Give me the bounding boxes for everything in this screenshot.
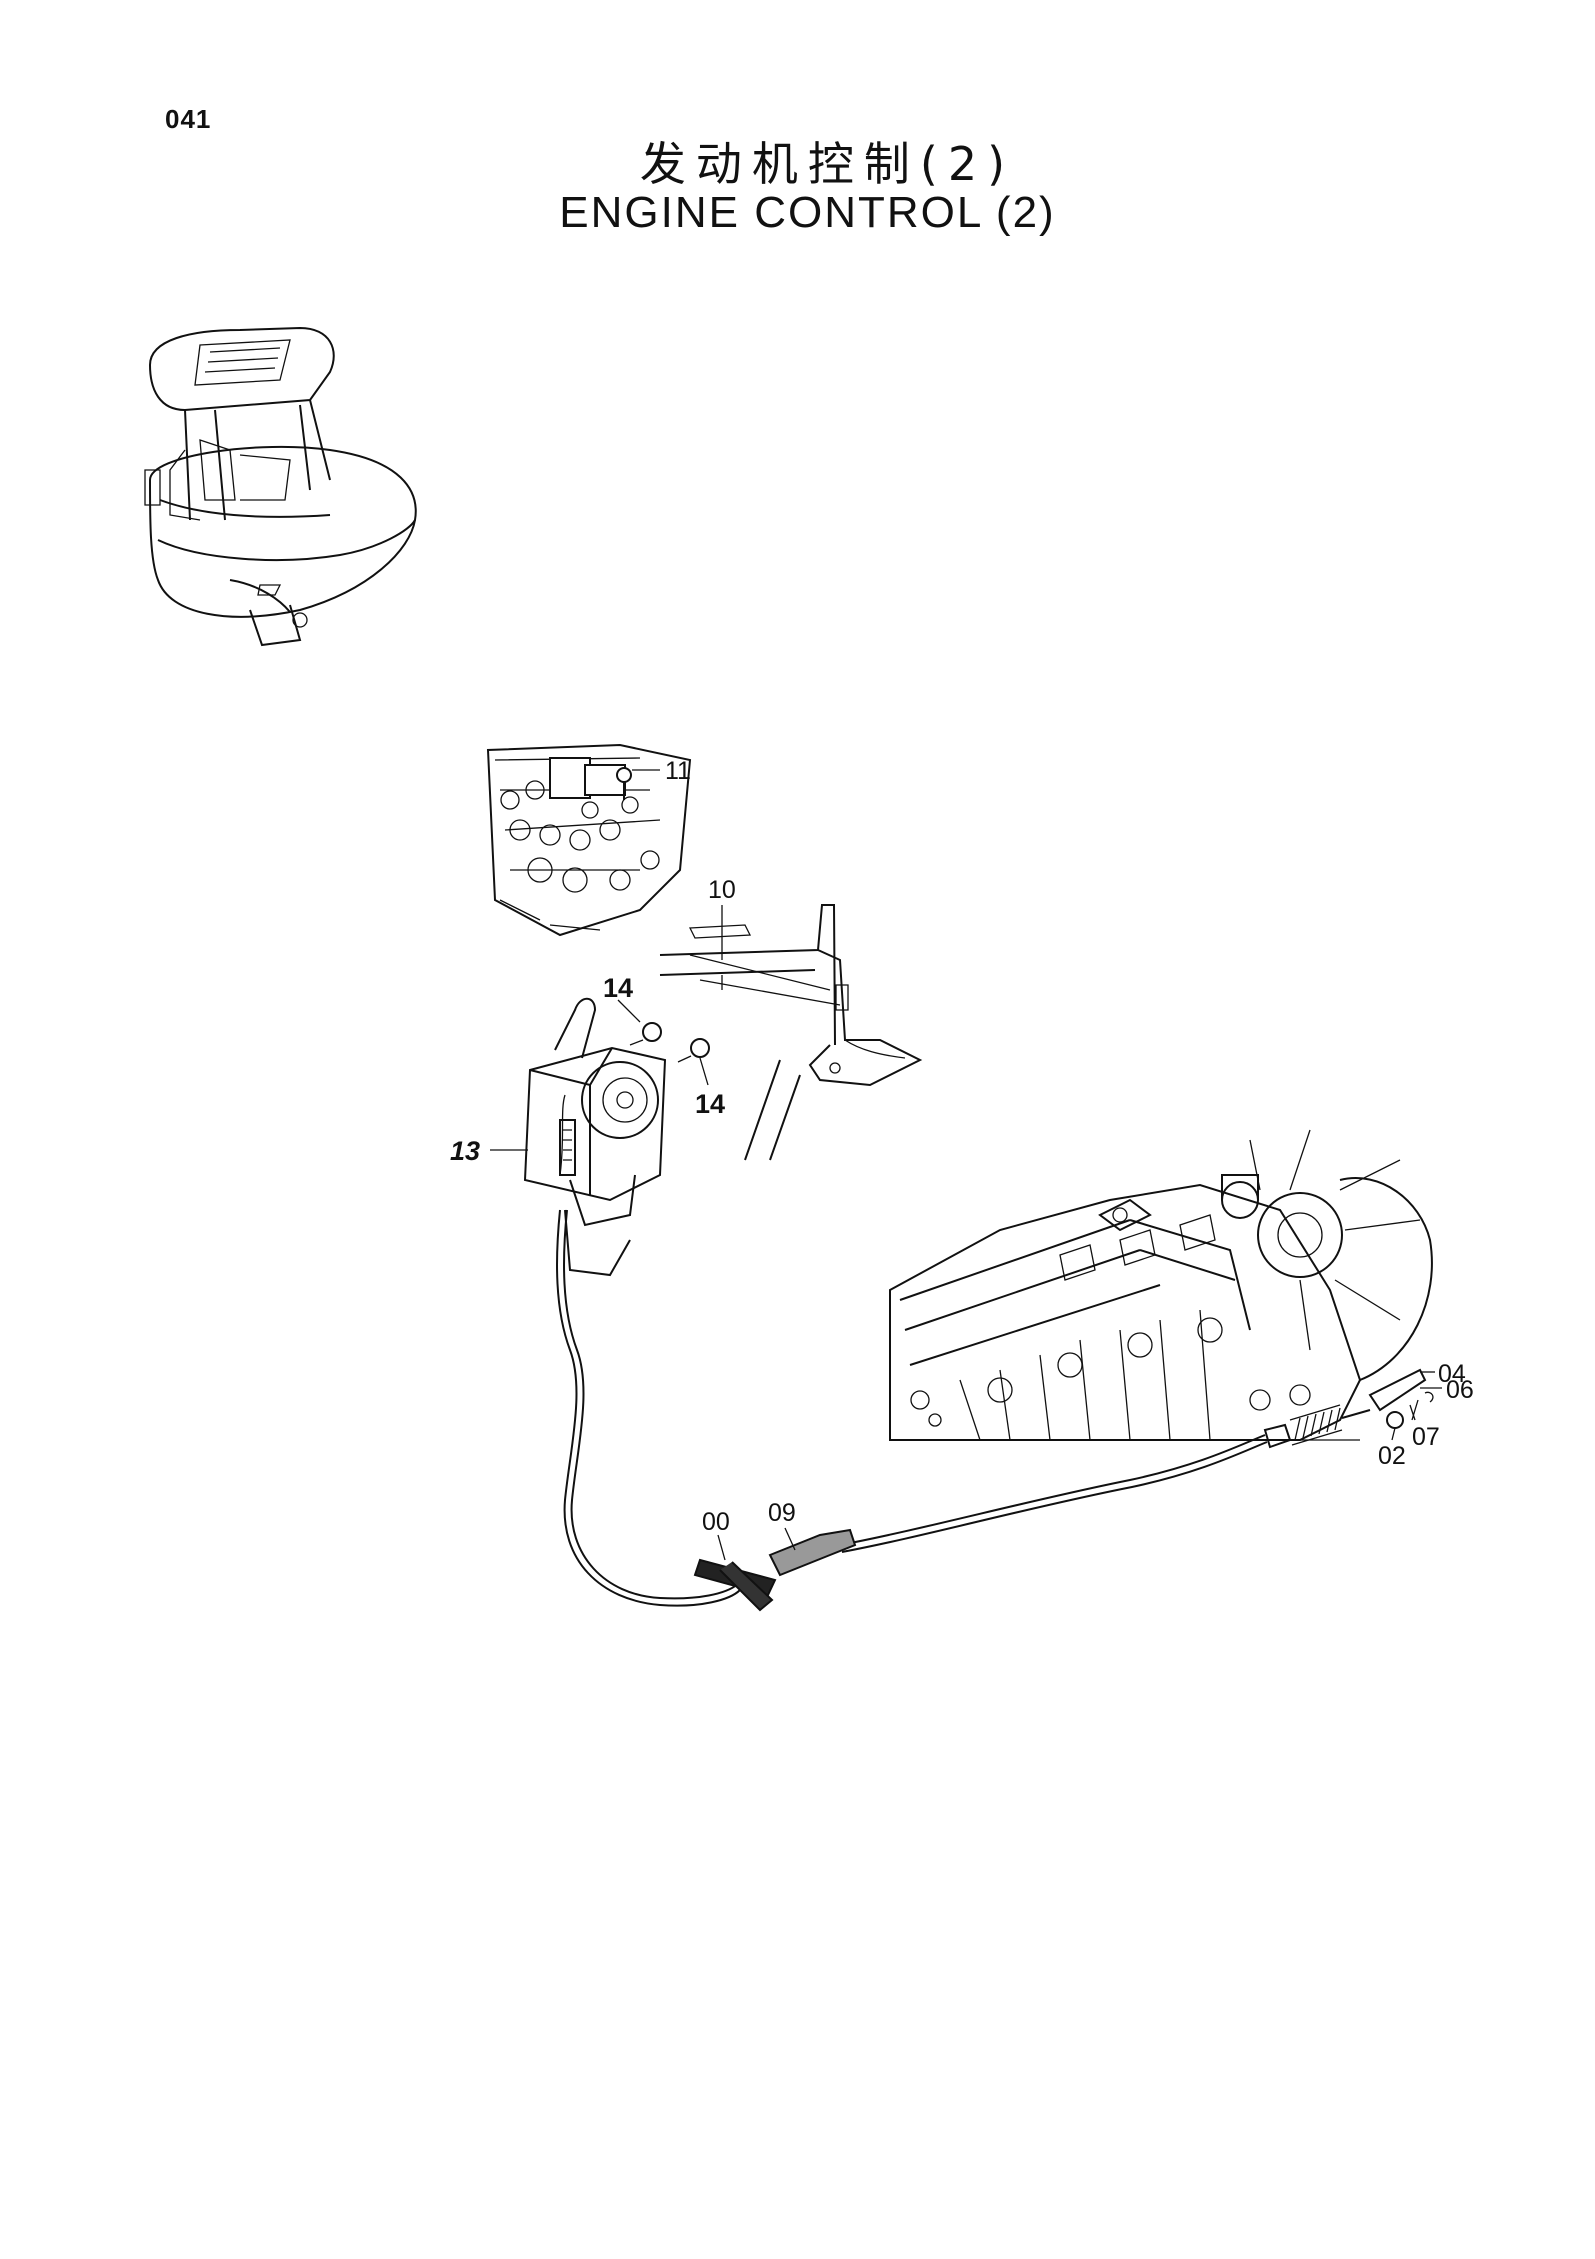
- callout-07: 07: [1412, 1423, 1440, 1451]
- callout-14-lower: 14: [695, 1089, 725, 1119]
- machine-overview-illustration: [144, 326, 417, 647]
- leader-lines: [490, 769, 1442, 1561]
- callout-02: 02: [1378, 1442, 1406, 1470]
- title-chinese: 发动机控制(2): [639, 137, 1016, 191]
- callout-09: 09: [768, 1499, 796, 1527]
- callout-04: 04: [1438, 1360, 1466, 1388]
- callout-13: 13: [450, 1136, 480, 1166]
- engine-illustration: [889, 1129, 1433, 1441]
- control-valve-illustration: [486, 743, 692, 937]
- frame-bracket-illustration: [659, 904, 923, 1161]
- callout-14-upper: 14: [603, 973, 633, 1003]
- callout-labels: 11 10 14 14 13 04 06 07 02 00 09: [450, 757, 1474, 1536]
- page-number: 041: [165, 104, 212, 134]
- callout-06: 06: [1446, 1376, 1474, 1404]
- title-english: ENGINE CONTROL (2): [559, 188, 1056, 237]
- callout-00: 00: [702, 1508, 730, 1536]
- control-lever-box-illustration: [523, 997, 710, 1277]
- throttle-cable: [556, 1209, 1434, 1612]
- callout-10: 10: [708, 876, 736, 904]
- callout-11: 11: [665, 757, 691, 785]
